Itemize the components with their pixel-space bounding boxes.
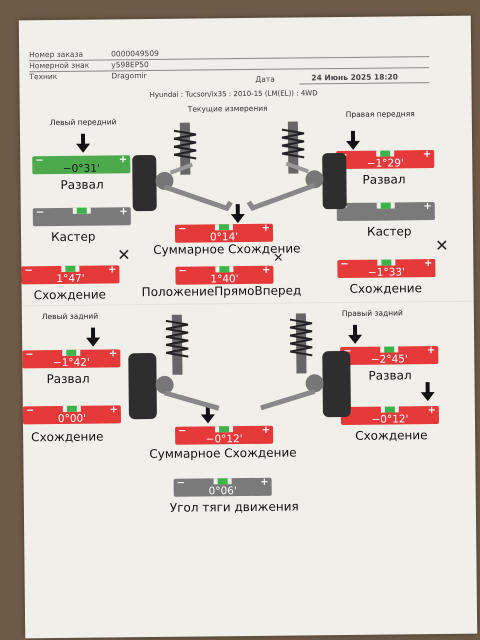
gauge-bar: [66, 349, 77, 356]
header-line: [299, 82, 430, 85]
date-value: 24 Июнь 2025 18:20: [311, 72, 398, 83]
rear-left-toe-label: Схождение: [31, 429, 104, 445]
front-right-toe-gauge: − + −1°33': [337, 258, 436, 279]
gauge-bar: [380, 150, 391, 157]
alignment-printout: Номер заказа 0000049509 Номерной знак у5…: [18, 15, 478, 639]
rear-left-camber-value: −1°42': [52, 356, 90, 370]
gauge-bar: [76, 207, 87, 214]
front-left-camber-label: Развал: [60, 177, 104, 192]
x-mark-icon: ✕: [435, 235, 449, 256]
front-right-camber-gauge: − + −1°29': [336, 149, 435, 170]
rear-left-title: Левый задний: [41, 311, 99, 322]
gauge-bar: [65, 265, 76, 272]
rear-total-toe-value: −0°12': [205, 433, 243, 446]
rear-total-toe-label: Суммарное Схождение: [149, 445, 297, 462]
front-left-camber-gauge: − + −0°31': [32, 154, 131, 175]
plate-label: Номерной знак: [29, 60, 90, 71]
down-arrow-icon: [86, 337, 101, 347]
x-mark-icon: ✕: [117, 245, 131, 265]
thrust-angle-label: Угол тяги движения: [169, 499, 299, 515]
front-right-title: Правая передняя: [345, 109, 415, 119]
order-value: 0000049509: [111, 48, 159, 59]
x-mark-icon: ✕: [273, 250, 284, 265]
rear-left-camber-gauge: − + −1°42': [22, 348, 121, 370]
front-right-camber-value: −1°29': [366, 157, 404, 170]
rear-left-camber-label: Развал: [46, 371, 90, 387]
rear-right-camber-gauge: − + −2°45': [340, 345, 439, 366]
front-right-caster-gauge: − +: [336, 201, 435, 222]
rear-suspension-diagram: [128, 313, 351, 420]
front-left-toe-value: 1°47': [56, 272, 85, 286]
straight-ahead-label: ПоложениеПрямоВперед: [141, 283, 302, 300]
front-left-toe-label: Схождение: [33, 287, 107, 303]
front-left-title: Левый передний: [49, 117, 117, 128]
gauge-bar: [219, 266, 230, 273]
gauge-bar: [384, 346, 395, 353]
rear-right-toe-value: −0°12': [371, 413, 409, 426]
page-subtitle: Текущие измерения: [187, 103, 268, 114]
rear-right-toe-label: Схождение: [355, 428, 428, 443]
front-right-camber-label: Развал: [362, 172, 406, 187]
front-right-caster-value: [337, 221, 435, 222]
gauge-bar: [380, 202, 391, 209]
front-right-toe-label: Схождение: [349, 281, 423, 296]
thrust-angle-gauge: − + 0°06': [173, 477, 272, 498]
gauge-bar: [217, 478, 228, 485]
gauge-bar: [384, 406, 395, 413]
front-left-caster-value: [33, 226, 131, 227]
front-left-caster-label: Кастер: [50, 229, 96, 245]
front-left-camber-value: −0°31': [62, 162, 100, 175]
order-label: Номер заказа: [29, 49, 84, 60]
plus-mark: +: [119, 206, 128, 218]
down-arrow-icon: [420, 392, 435, 402]
vehicle-info: Hyundai : Tucson/ix35 : 2010-15 (LM(EL))…: [149, 89, 318, 100]
rear-left-toe-value: 0°00': [57, 412, 87, 425]
straight-ahead-gauge: − + 1°40': [175, 265, 274, 285]
rear-right-camber-label: Развал: [368, 368, 412, 383]
gauge-bar: [381, 259, 392, 266]
gauge-bar: [66, 405, 77, 412]
plus-mark: +: [423, 201, 432, 213]
tech-label: Техник: [29, 71, 58, 82]
rear-right-toe-gauge: − + −0°12': [340, 405, 440, 426]
front-left-caster-gauge: − +: [32, 206, 131, 227]
front-right-caster-label: Кастер: [366, 224, 412, 239]
rear-left-toe-gauge: − + 0°00': [22, 404, 122, 425]
tech-value: Dragomir: [111, 71, 147, 81]
front-suspension-diagram: [132, 121, 347, 212]
minus-mark: −: [35, 207, 45, 219]
plate-value: у598ЕР50: [111, 60, 149, 70]
front-left-toe-gauge: − + 1°47': [21, 264, 120, 286]
rear-right-camber-value: −2°45': [370, 353, 408, 366]
date-label: Дата: [255, 74, 275, 84]
down-arrow-icon: [76, 143, 91, 153]
thrust-angle-value: 0°06': [208, 485, 237, 498]
front-right-toe-value: −1°33': [367, 266, 405, 279]
